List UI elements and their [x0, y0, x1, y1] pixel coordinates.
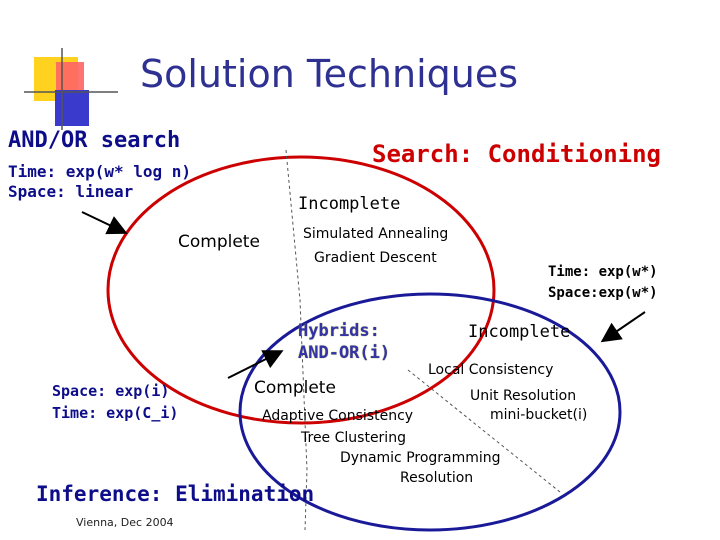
complete-left-label: Complete [178, 232, 260, 252]
mini-bucket-label: mini-bucket(i) [490, 407, 588, 423]
inference-heading: Inference: Elimination [36, 482, 315, 506]
unit-resolution-label: Unit Resolution [470, 388, 577, 404]
simulated-annealing-label: Simulated Annealing [303, 226, 449, 242]
tree-clustering-label: Tree Clustering [301, 430, 406, 446]
resolution-label: Resolution [400, 470, 474, 486]
complete-bottom-label: Complete [254, 378, 336, 398]
gradient-descent-label: Gradient Descent [314, 250, 437, 266]
cond-space-label: Space:exp(w*) [548, 285, 658, 301]
local-consistency-label: Local Consistency [428, 362, 554, 378]
slide-title: Solution Techniques [140, 52, 519, 96]
logo-red-square [56, 62, 84, 90]
footer-text: Vienna, Dec 2004 [76, 516, 174, 529]
andor-space: Space: linear [8, 182, 134, 201]
incomplete-right-label: Incomplete [468, 322, 571, 342]
logo-blue-square [55, 90, 89, 126]
inference-ellipse [238, 292, 622, 532]
dashed-divider [285, 149, 308, 531]
andor-heading: AND/OR search [8, 128, 181, 153]
conditioning-heading: Search: Conditioning [372, 140, 661, 168]
cond-arrow [600, 311, 646, 343]
incomplete-top-label: Incomplete [298, 194, 401, 214]
cond-time-label: Time: exp(w*) [548, 264, 658, 280]
space-expi-label: Space: exp(i) [52, 382, 170, 400]
hybrids-label: Hybrids: [298, 321, 380, 341]
dynamic-programming-label: Dynamic Programming [340, 450, 501, 466]
search-ellipse [106, 155, 496, 425]
andor-arrow [81, 211, 128, 235]
andor-i-label: AND-OR(i) [298, 343, 391, 363]
time-expci-label: Time: exp(C_i) [52, 404, 179, 422]
andor-time: Time: exp(w* log n) [8, 162, 192, 181]
dashed-divider-right [407, 369, 561, 493]
space-arrow [227, 350, 284, 379]
adaptive-consistency-label: Adaptive Consistency [262, 408, 414, 424]
